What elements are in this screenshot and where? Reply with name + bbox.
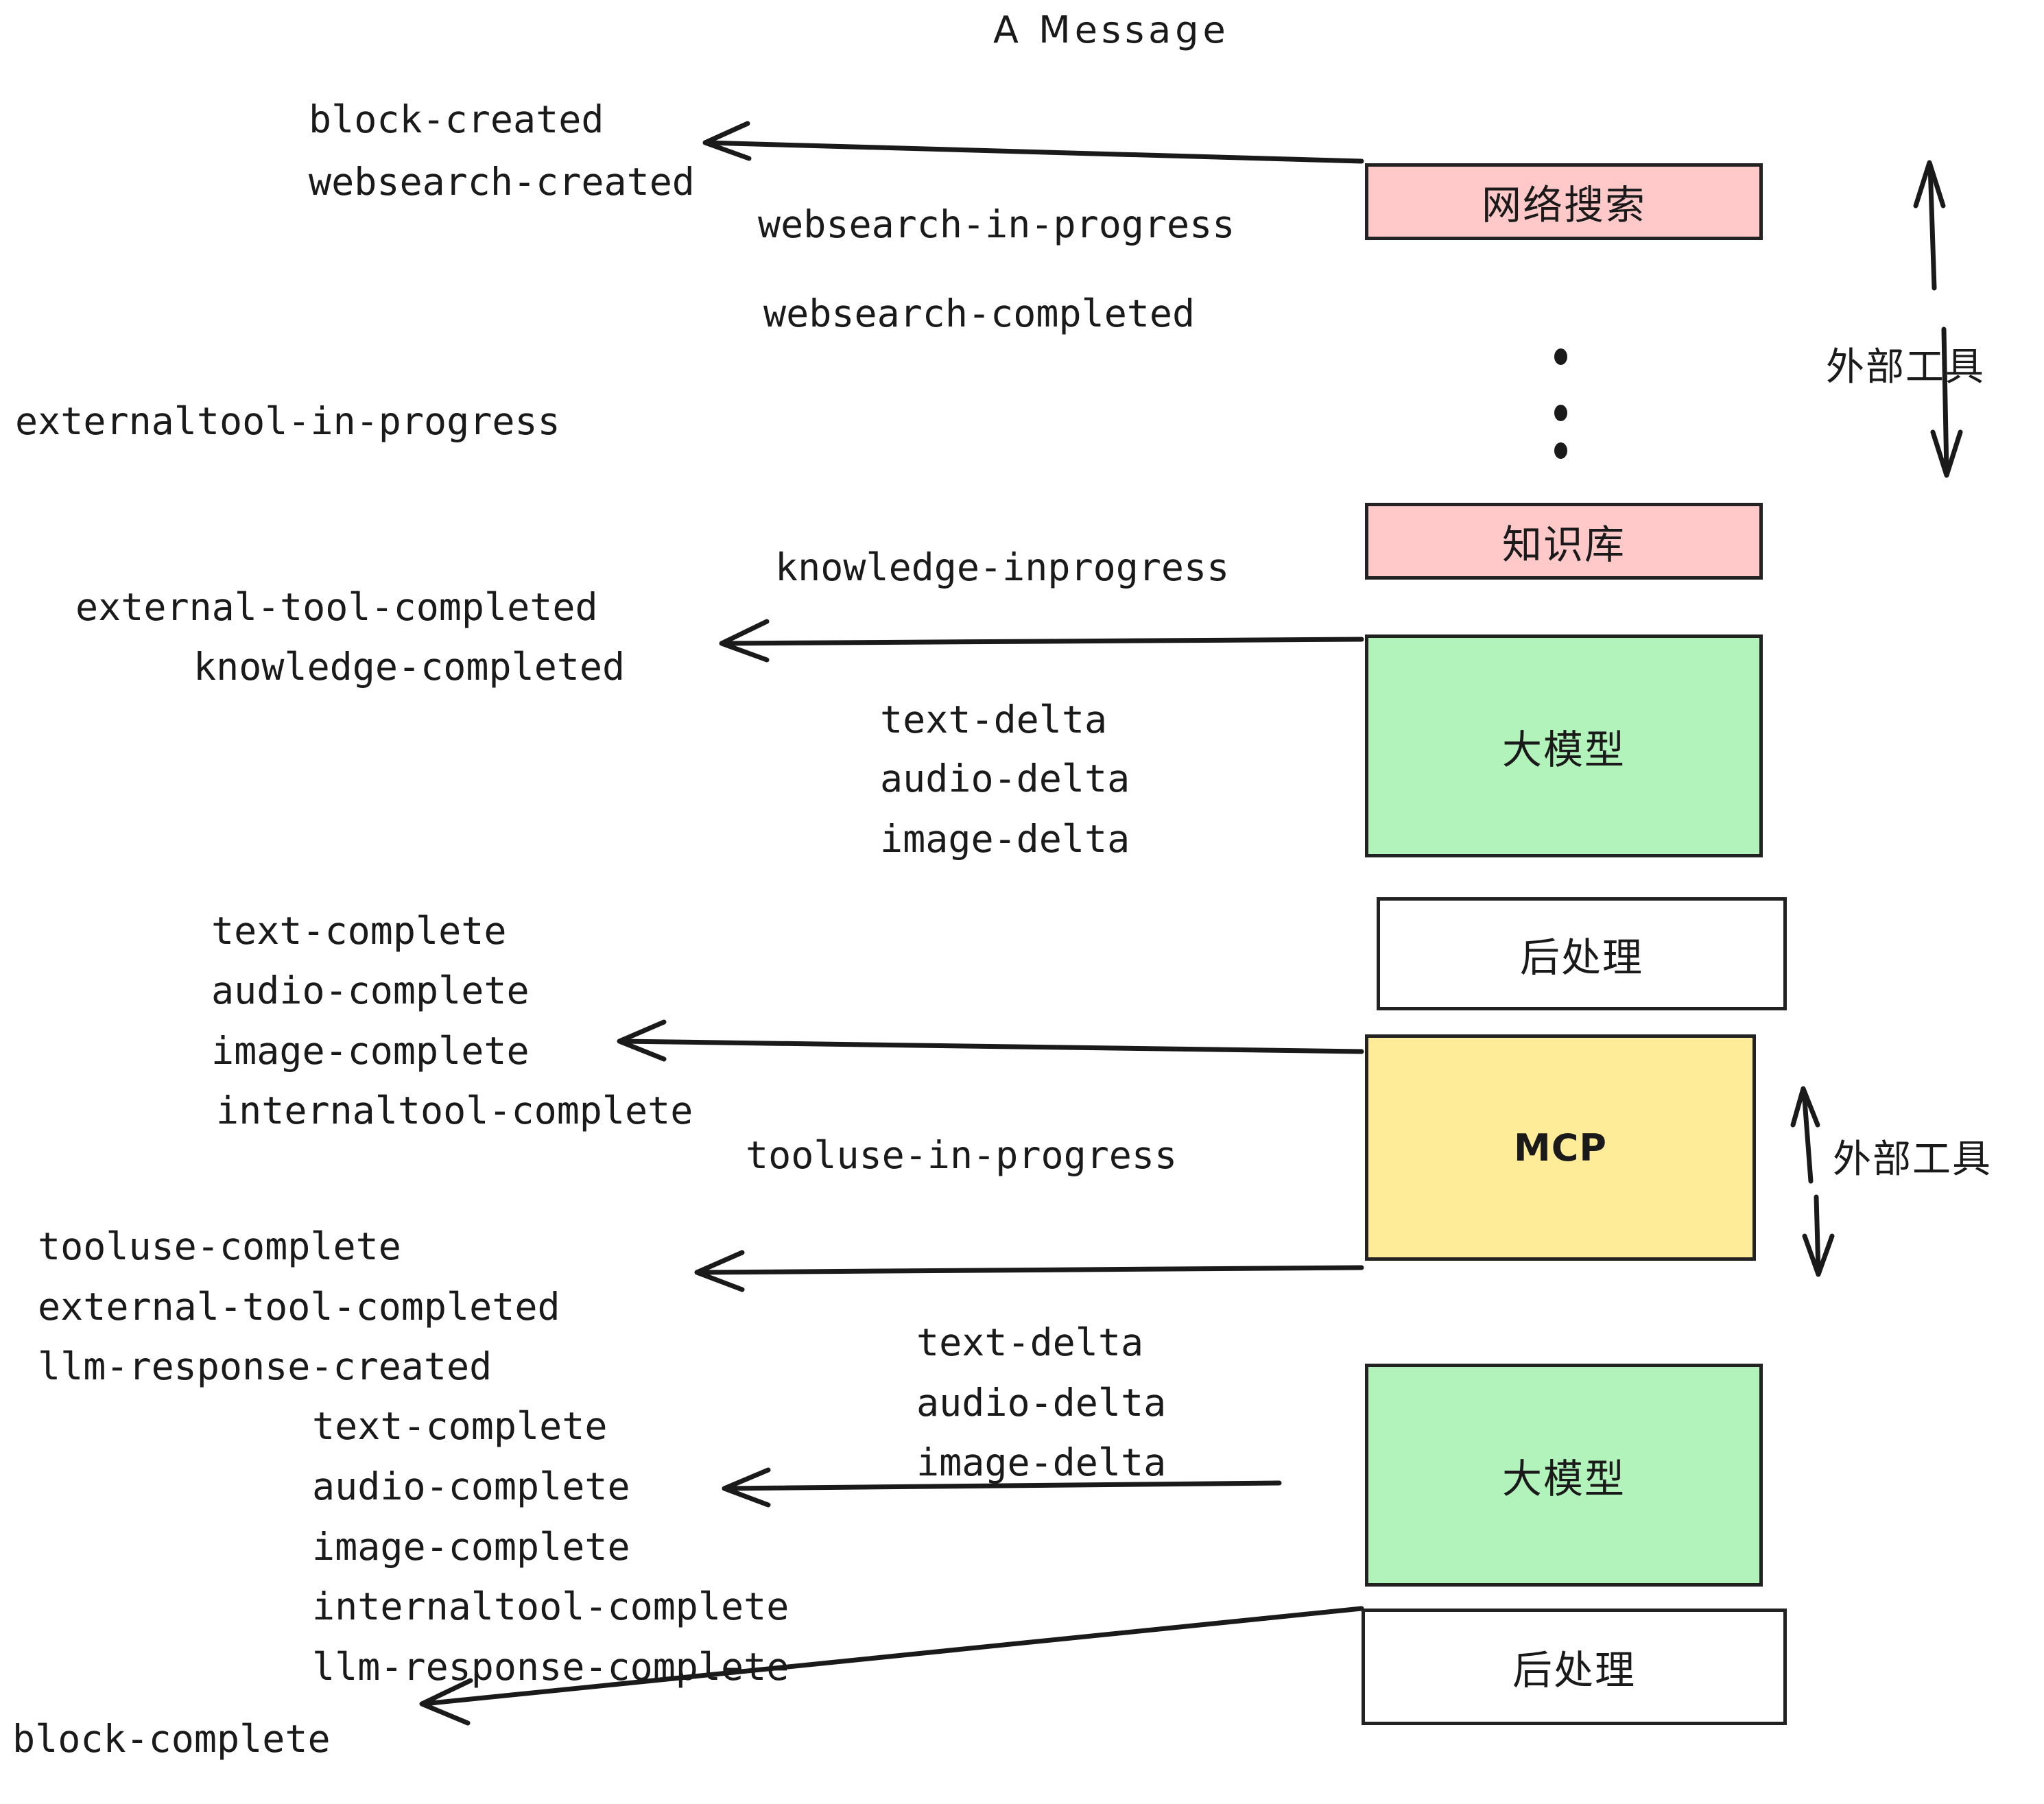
node-box-mcp[interactable]: MCP xyxy=(1365,1034,1756,1261)
arrow-tooluse-complete xyxy=(694,1250,1364,1292)
event-llm-response-complete: llm-response-complete xyxy=(312,1645,789,1689)
node-box-postprocess-1-label: 后处理 xyxy=(1519,934,1643,981)
event-audio-complete-2: audio-complete xyxy=(312,1464,630,1508)
arrow-knowledge-completed xyxy=(719,619,1364,663)
event-block-complete: block-complete xyxy=(12,1717,331,1761)
arrow-websearch-created xyxy=(702,121,1364,164)
arrow-image-complete xyxy=(617,1019,1364,1062)
external-tools-top-up-arrow xyxy=(1913,160,1946,291)
event-audio-complete-1: audio-complete xyxy=(211,969,530,1012)
node-box-llm-2-label: 大模型 xyxy=(1501,1455,1626,1502)
node-box-websearch[interactable]: 网络搜索 xyxy=(1365,163,1763,240)
page-title: A Message xyxy=(993,8,1230,51)
event-knowledge-inprogress: knowledge-inprogress xyxy=(775,545,1230,589)
ellipsis-dot-3 xyxy=(1554,442,1567,459)
event-text-delta-2: text-delta xyxy=(916,1320,1144,1364)
event-audio-delta-1: audio-delta xyxy=(880,757,1130,800)
event-knowledge-completed: knowledge-completed xyxy=(193,645,626,689)
node-box-llm-2[interactable]: 大模型 xyxy=(1365,1364,1763,1587)
node-box-postprocess-2-label: 后处理 xyxy=(1512,1647,1636,1694)
node-box-llm-1[interactable]: 大模型 xyxy=(1365,634,1763,857)
node-box-postprocess-2[interactable]: 后处理 xyxy=(1362,1609,1787,1725)
event-websearch-in-progress: websearch-in-progress xyxy=(758,202,1235,246)
ellipsis-dot-2 xyxy=(1554,405,1567,421)
event-internaltool-complete-1: internaltool-complete xyxy=(216,1089,693,1132)
event-image-delta-1: image-delta xyxy=(880,817,1130,861)
event-websearch-created: websearch-created xyxy=(309,160,695,204)
event-text-complete-2: text-complete xyxy=(312,1404,608,1448)
event-audio-delta-2: audio-delta xyxy=(916,1381,1167,1425)
external-tools-bottom-label: 外部工具 xyxy=(1833,1137,1992,1182)
event-internaltool-complete-2: internaltool-complete xyxy=(312,1585,789,1628)
external-tools-bottom-down-arrow xyxy=(1802,1194,1835,1277)
node-box-knowledge-label: 知识库 xyxy=(1501,521,1626,568)
event-tooluse-in-progress: tooluse-in-progress xyxy=(746,1133,1178,1177)
event-websearch-completed: websearch-completed xyxy=(763,292,1196,335)
external-tools-top-label: 外部工具 xyxy=(1826,345,1985,390)
event-external-tool-completed-2: external-tool-completed xyxy=(38,1285,560,1329)
node-box-mcp-label: MCP xyxy=(1514,1126,1607,1170)
node-box-postprocess-1[interactable]: 后处理 xyxy=(1377,897,1787,1010)
event-llm-response-created: llm-response-created xyxy=(38,1344,492,1388)
node-box-knowledge[interactable]: 知识库 xyxy=(1365,503,1763,580)
event-block-created: block-created xyxy=(309,97,604,141)
event-text-delta-1: text-delta xyxy=(880,698,1108,741)
node-box-websearch-label: 网络搜索 xyxy=(1481,182,1646,228)
event-image-delta-2: image-delta xyxy=(916,1440,1167,1484)
event-image-complete-2: image-complete xyxy=(312,1525,630,1569)
node-box-llm-1-label: 大模型 xyxy=(1501,726,1626,773)
external-tools-bottom-up-arrow xyxy=(1790,1086,1820,1184)
event-tooluse-complete: tooluse-complete xyxy=(38,1224,401,1268)
ellipsis-dot-1 xyxy=(1554,348,1567,365)
event-image-complete-1: image-complete xyxy=(211,1029,530,1073)
event-text-complete-1: text-complete xyxy=(211,909,507,953)
event-externaltool-in-progress: externaltool-in-progress xyxy=(15,399,560,443)
event-external-tool-completed-1: external-tool-completed xyxy=(75,585,598,629)
